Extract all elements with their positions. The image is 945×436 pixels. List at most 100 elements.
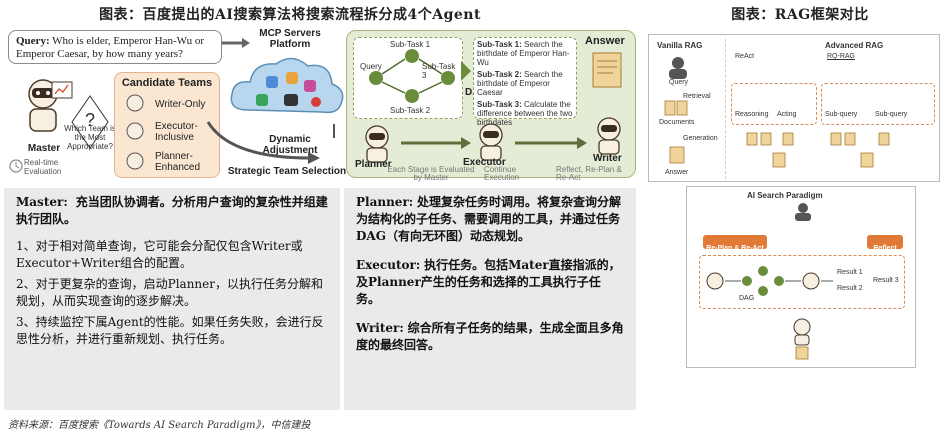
rag-rq-label: RQ-RAG: [827, 53, 855, 60]
rag-retrieval: Retrieval: [683, 93, 711, 100]
user-icon: [669, 57, 687, 79]
which-team-text: Which Team is the Most Appropriate?: [64, 124, 116, 151]
master-description-panel: Master:充当团队协调者。分析用户查询的复杂性并组建执行团队。 1、对于相对…: [4, 188, 340, 410]
arrow-icon: [461, 61, 471, 81]
ai-search-paradigm-figure: AI Search Paradigm Re-Plan & Re-Act Refl…: [686, 186, 916, 368]
master-desc-p3: 3、持续监控下属Agent的性能。如果任务失败，会进行反思性分析，并进行重新规划…: [16, 315, 324, 346]
reflect-text: Reflect: [873, 245, 897, 252]
query-label: Query:: [16, 35, 50, 47]
agents-description-panel: Planner: 处理复杂任务时调用。将复杂查询分解为结构化的子任务、需要调用的…: [344, 188, 636, 410]
sub3-label: Sub-Task 3:: [477, 100, 522, 109]
master-desc-bold: Master:: [16, 195, 68, 209]
sub3-text: Calculate the difference between the two…: [477, 100, 573, 127]
sub1-label: Sub-Task 1:: [477, 40, 522, 49]
writer-desc-text: 综合所有子任务的结果，生成全面且多角度的最终回答。: [356, 321, 624, 352]
master-desc-head: 充当团队协调者。分析用户查询的复杂性并组建执行团队。: [16, 195, 328, 226]
execution-panel: Query Sub-Task 1 Sub-Task 3 Sub-Task 2 D…: [346, 30, 636, 178]
rag-subquery-1: Sub-query: [825, 111, 858, 118]
rag-react-label: ReAct: [735, 53, 755, 60]
query-text: Who is elder, Emperor Han-Wu or Emperor …: [16, 35, 205, 60]
paradigm-dag: DAG: [739, 295, 755, 302]
rag-compare-figure: Vanilla RAG Advanced RAG ReAct RQ-RAG Qu…: [648, 34, 940, 182]
answer-label: Answer: [585, 35, 625, 47]
result-3: Result 3: [873, 277, 899, 284]
dynamic-adjust-text: Dynamic Adjustment: [262, 134, 318, 156]
svg-text:?: ?: [85, 110, 95, 130]
writer-desc-bold: Writer:: [356, 321, 404, 335]
candidate-item-planner: Planner-Enhanced: [155, 151, 201, 173]
rag-answer: Answer: [665, 169, 689, 176]
planner-label: Planner: [355, 159, 392, 170]
result-2: Result 2: [837, 285, 863, 292]
candidate-item-executor: Executor-Inclusive: [155, 121, 198, 143]
realtime-eval-text: Real-time Evaluation: [24, 158, 62, 176]
arrow-icon: [222, 38, 250, 48]
clock-icon: [9, 159, 23, 173]
dag-subtask-1: Sub-Task 1: [390, 40, 431, 49]
flow-arrows-icon: [206, 121, 335, 164]
planner-desc-text: 处理复杂任务时调用。将复杂查询分解为结构化的子任务、需要调用的工具，并通过任务D…: [356, 195, 622, 243]
master-label: Master: [27, 143, 61, 154]
left-figure-title: 图表：百度提出的AI搜索算法将搜索流程拆分成4个Agent: [99, 7, 481, 23]
rag-advanced-label: Advanced RAG: [825, 41, 884, 50]
legend-each-stage: Each Stage is Evaluated by Master: [387, 165, 475, 182]
master-desc-p2: 2、对于更复杂的查询，启动Planner，以执行任务分解和规划，从而实现查询的逐…: [16, 277, 323, 308]
dag-query: Query: [360, 62, 382, 71]
paradigm-flow-box: [699, 255, 905, 309]
legend-reflect: Reflect, Re-Plan & Re-Act: [556, 165, 622, 182]
subtask-list: Sub-Task 1: Search the birthdate of Empe…: [473, 37, 577, 127]
executor-label: Executor: [463, 157, 506, 168]
source-note: 资料来源：百度搜索《Towards AI Search Paradigm》，中信…: [8, 420, 311, 431]
reflect-badge: Reflect: [867, 235, 903, 252]
dag-graph-icon: [369, 49, 455, 103]
master-desc-p1: 1、对于相对简单查询，它可能会分配仅包含Writer或Executor+Writ…: [16, 239, 303, 270]
react-loop-box: [731, 83, 817, 125]
rag-generation: Generation: [683, 135, 718, 142]
writer-label: Writer: [593, 153, 622, 164]
writer-robot-icon: [793, 318, 811, 360]
user-icon: [795, 203, 811, 221]
planner-robot-icon: [365, 125, 389, 163]
master-robot-icon: [28, 79, 73, 132]
dag-subtask-2: Sub-Task 2: [390, 106, 431, 115]
mcp-title: MCP Servers Platform: [259, 28, 321, 50]
executor-desc-bold: Executor:: [356, 258, 421, 272]
document-icon: [592, 52, 622, 88]
paradigm-flow-icon: [706, 266, 833, 296]
rag-query: Query: [669, 79, 689, 86]
candidate-title: Candidate Teams: [121, 77, 213, 89]
rag-reasoning: Reasoning: [735, 111, 769, 118]
cloud-icon: [230, 57, 344, 114]
sub1-text: Search the birthdate of Emperor Han-Wu: [477, 40, 570, 67]
sub2-text: Search the birthdate of Emperor Caesar: [477, 70, 563, 97]
executor-robot-icon: [479, 123, 503, 161]
agent-diagram: Query: Who is elder, Emperor Han-Wu or E…: [4, 26, 638, 186]
candidate-item-writer-only: Writer-Only: [155, 99, 206, 110]
answer-doc-icon: [669, 146, 685, 164]
divider: [725, 39, 726, 179]
strategic-selection-text: Strategic Team Selection: [227, 166, 347, 177]
executor-desc-text: 执行任务。包括Mater直接指派的，及Planner产生的任务和选择的工具执行子…: [356, 258, 621, 306]
team-icons: [126, 94, 144, 170]
thought-bubble-icon: ?: [71, 95, 109, 149]
result-1: Result 1: [837, 269, 863, 276]
right-figure-title: 图表：RAG框架对比: [731, 7, 869, 23]
legend-continue: Continue Execution: [484, 165, 520, 182]
ai-paradigm-title: AI Search Paradigm: [747, 191, 823, 200]
dag-box: Query Sub-Task 1 Sub-Task 3 Sub-Task 2: [353, 37, 463, 119]
dag-subtask-3: Sub-Task 3: [422, 62, 456, 80]
rag-docs-row-icon: [746, 132, 890, 168]
candidate-teams-box: Candidate Teams Writer-Only Executor-Inc…: [114, 72, 220, 178]
replan-text: Re-Plan & Re-Act: [706, 245, 764, 252]
rag-vanilla-label: Vanilla RAG: [657, 41, 703, 50]
stage-arrows-icon: [401, 137, 587, 149]
replan-badge: Re-Plan & Re-Act: [703, 235, 767, 252]
planner-desc-bold: Planner:: [356, 195, 414, 209]
query-box: Query: Who is elder, Emperor Han-Wu or E…: [8, 30, 222, 64]
documents-icon: [664, 100, 688, 116]
rag-acting: Acting: [777, 111, 797, 118]
rag-subquery-2: Sub-query: [875, 111, 908, 118]
rq-box: [821, 83, 935, 125]
writer-robot-icon: [597, 117, 621, 155]
sub2-label: Sub-Task 2:: [477, 70, 522, 79]
